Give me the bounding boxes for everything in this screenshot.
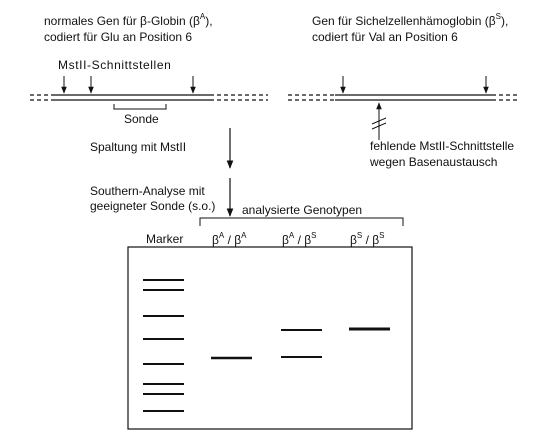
digest-step-label: Spaltung mit MstII — [90, 140, 187, 154]
left-gene-allele-sup: A — [199, 12, 206, 21]
probe-label: Sonde — [124, 112, 159, 126]
right-gene-codon: codiert für Val an Position 6 — [312, 30, 458, 44]
lane-aa-first-sup: A — [218, 231, 225, 240]
right-dna-strand — [288, 94, 520, 101]
lane-as-first: β — [282, 233, 289, 247]
left-gene-title: normales Gen für β-Globin (βA), — [44, 12, 213, 30]
missing-site-strike-1 — [371, 117, 387, 125]
lane-ss-second-sup: S — [379, 231, 385, 240]
lane-aa-second: β — [234, 233, 242, 247]
marker-bands — [143, 279, 184, 412]
marker-lane-label: Marker — [146, 232, 184, 246]
lane-as-second-sup: S — [311, 231, 317, 240]
left-gene-codon: codiert für Glu an Position 6 — [44, 30, 193, 44]
gel-box — [127, 246, 413, 430]
lane-ss-sep: / — [362, 233, 373, 247]
left-gene-title-text: normales Gen für β-Globin (β — [44, 14, 200, 28]
right-gene-allele-sup: S — [495, 12, 502, 21]
missing-site-strike-2 — [371, 122, 387, 130]
missing-site-line2: wegen Basenaustausch — [370, 155, 498, 169]
lane-as-first-sup: A — [288, 231, 295, 240]
right-gene-title-text: Gen für Sichelzellenhämoglobin (β — [312, 14, 496, 28]
left-gene-title-end: ), — [205, 14, 213, 28]
lane-aa-first: β — [212, 233, 219, 247]
mstii-sites-label: MstII-Schnittstellen — [58, 58, 172, 72]
lane-ss-first: β — [350, 233, 357, 247]
lane-label-as: βA / βS — [282, 231, 317, 249]
southern-step-line2: geeigneter Sonde (s.o.) — [90, 199, 216, 213]
right-gene-title: Gen für Sichelzellenhämoglobin (βS), — [312, 12, 509, 30]
missing-site-line1: fehlende MstII-Schnittstelle — [370, 139, 515, 153]
lane-aa-second-sup: A — [241, 231, 247, 240]
lane-label-aa: βA / βA — [212, 231, 247, 249]
genotypes-title: analysierte Genotypen — [242, 203, 363, 217]
probe-bracket — [113, 104, 167, 110]
lane-ss-second: β — [372, 233, 380, 247]
right-gene-title-end: ), — [501, 14, 509, 28]
lane-aa-sep: / — [224, 233, 235, 247]
lane-label-ss: βS / βS — [350, 231, 385, 249]
left-dna-strand — [30, 94, 268, 101]
southern-step-line1: Southern-Analyse mit — [90, 184, 205, 198]
lane-ss-first-sup: S — [356, 231, 363, 240]
lane-as-second: β — [304, 233, 312, 247]
lane-as-sep: / — [294, 233, 305, 247]
genotypes-bracket — [199, 217, 404, 226]
